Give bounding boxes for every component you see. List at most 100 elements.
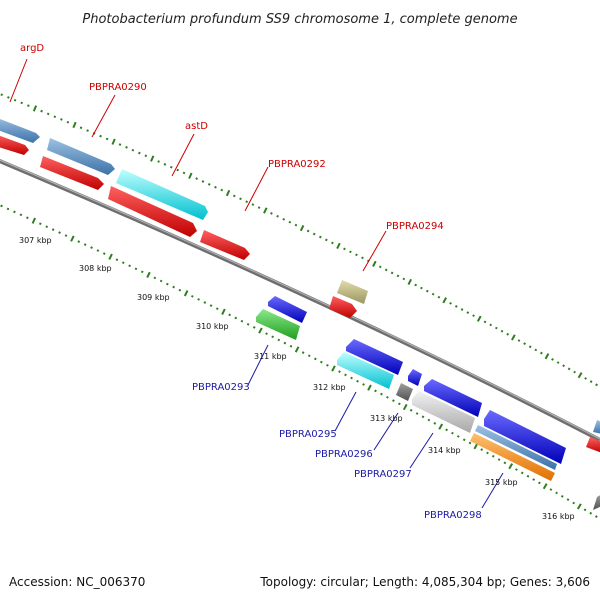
track-tick (277, 338, 281, 342)
gene-feature[interactable] (329, 296, 357, 318)
gene-label-argD[interactable]: argD (20, 43, 44, 54)
track-tick (534, 348, 538, 352)
track-tick (380, 392, 383, 396)
track-tick (462, 438, 466, 442)
track-tick (64, 234, 68, 237)
track-tick (350, 376, 353, 380)
track-tick (466, 311, 470, 314)
track-tick (13, 98, 17, 102)
gene-feature[interactable] (470, 433, 555, 481)
genome-summary-text: Topology: circular; Length: 4,085,304 bp… (259, 575, 590, 589)
gene-feature[interactable] (0, 117, 40, 143)
track-tick (415, 412, 419, 415)
gene-feature[interactable] (484, 410, 566, 464)
track-tick (221, 308, 226, 315)
track-tick (195, 177, 198, 180)
track-tick (19, 213, 23, 217)
track-tick (70, 235, 75, 242)
kbp-label: 312 kbp (313, 383, 346, 392)
gene-feature[interactable] (47, 138, 115, 175)
track-tick (367, 384, 372, 391)
track-tick (172, 285, 175, 289)
track-tick (551, 358, 554, 361)
track-tick (66, 120, 70, 124)
track-tick (125, 146, 128, 149)
gene-feature[interactable] (408, 369, 422, 386)
track-tick (144, 154, 148, 158)
gene-label-PBPRA0294[interactable]: PBPRA0294 (386, 221, 444, 232)
kbp-label: 315 kbp (485, 478, 518, 487)
track-tick (407, 278, 412, 286)
track-tick (589, 511, 593, 515)
gene-label-PBPRA0295[interactable]: PBPRA0295 (279, 429, 337, 440)
gene-label-PBPRA0297[interactable]: PBPRA0297 (354, 469, 412, 480)
kbp-label: 313 kbp (370, 414, 403, 423)
gene-feature[interactable] (337, 352, 394, 389)
track-tick (396, 274, 400, 278)
gene-feature[interactable] (424, 379, 482, 417)
track-tick (320, 360, 323, 364)
track-tick (215, 307, 219, 311)
gene-feature[interactable] (108, 186, 197, 237)
track-tick (326, 363, 329, 367)
gene-label-astD[interactable]: astD (185, 121, 208, 132)
track-tick (96, 249, 100, 252)
gene-feature[interactable] (593, 494, 600, 510)
track-tick (468, 441, 472, 445)
kbp-label: 314 kbp (428, 446, 461, 455)
gene-feature[interactable] (593, 420, 600, 434)
track-tick (560, 494, 564, 498)
gene-feature[interactable] (256, 309, 300, 340)
gene-label-PBPRA0293[interactable]: PBPRA0293 (192, 382, 250, 393)
gene-feature[interactable] (346, 339, 403, 375)
gene-feature[interactable] (586, 437, 600, 453)
track-tick (276, 214, 279, 218)
track-tick (495, 326, 498, 330)
track-tick (402, 277, 406, 281)
track-tick (0, 204, 3, 208)
gene-feature[interactable] (412, 391, 475, 433)
track-tick (532, 478, 536, 481)
track-tick (437, 295, 441, 299)
track-tick (40, 109, 43, 113)
track-tick (301, 351, 305, 354)
track-tick (438, 423, 444, 430)
track-tick (228, 313, 231, 317)
track-tick (549, 488, 553, 491)
track-tick (331, 241, 334, 245)
track-tick (306, 229, 310, 233)
track-tick (398, 402, 401, 406)
kbp-label: 310 kbp (196, 322, 229, 331)
track-tick (176, 168, 180, 172)
gene-feature[interactable] (268, 296, 307, 323)
track-tick (118, 143, 122, 146)
label-leaders (9, 58, 504, 509)
gene-feature[interactable] (337, 280, 368, 304)
gene-label-PBPRA0292[interactable]: PBPRA0292 (268, 159, 326, 170)
track-tick (312, 232, 316, 236)
track-tick (489, 323, 493, 327)
gene-feature[interactable] (396, 383, 413, 401)
gene-label-PBPRA0290[interactable]: PBPRA0290 (89, 82, 147, 93)
track-tick (83, 243, 87, 246)
track-tick (251, 203, 255, 206)
track-tick (201, 180, 205, 183)
gene-feature[interactable] (0, 134, 29, 155)
gene-feature[interactable] (116, 169, 208, 220)
track-tick (134, 267, 138, 271)
gene-feature[interactable] (475, 425, 557, 470)
track-tick (331, 365, 336, 372)
inner-dotted-track (0, 204, 598, 519)
gene-label-PBPRA0298[interactable]: PBPRA0298 (424, 510, 482, 521)
track-tick (197, 298, 200, 301)
track-tick (32, 105, 38, 112)
gene-feature[interactable] (200, 230, 250, 260)
track-tick (555, 491, 558, 495)
track-tick (72, 121, 77, 129)
track-tick (491, 454, 495, 458)
track-tick (567, 367, 571, 371)
track-tick (140, 270, 144, 274)
track-tick (239, 197, 242, 201)
gene-feature[interactable] (40, 156, 104, 190)
gene-label-PBPRA0296[interactable]: PBPRA0296 (315, 449, 373, 460)
